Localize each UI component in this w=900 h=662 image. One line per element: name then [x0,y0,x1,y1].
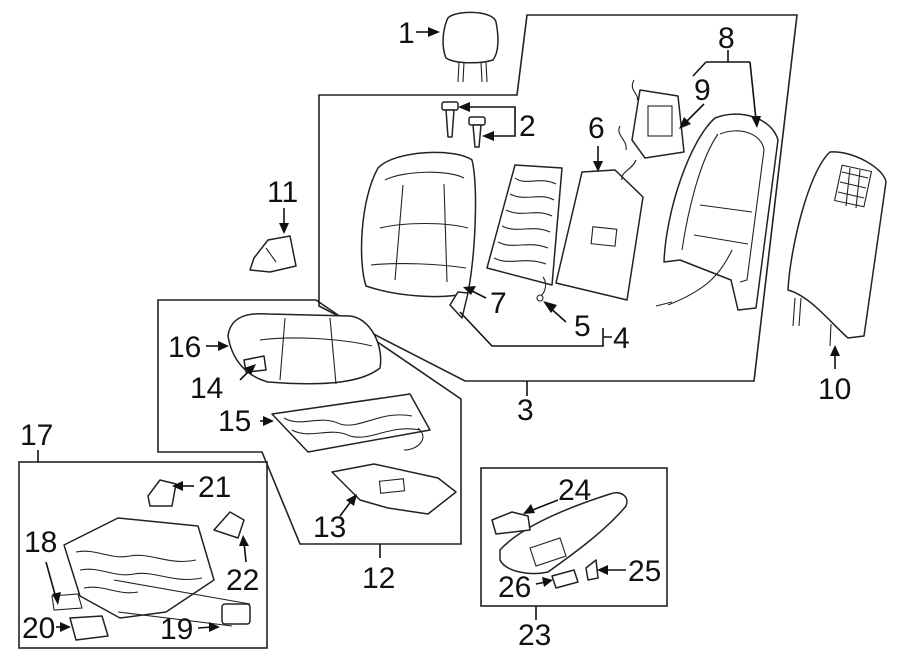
arrow-9-icon [679,117,691,129]
arrow-1-icon [428,27,440,37]
leader-24 [529,499,559,512]
track-group-box [18,461,268,649]
arrow-19-icon [209,622,220,632]
arrow-7-icon [463,286,476,295]
bracket-module-part [618,79,685,181]
headrest-guide-part [441,101,486,148]
callout-9: 9 [694,74,711,107]
callout-25: 25 [628,555,661,588]
arrow-20-icon [60,622,71,632]
callout-17: 17 [20,419,53,452]
arrow-16-icon [218,341,229,351]
leader-4 [459,311,612,347]
callout-23: 23 [518,619,551,652]
arrow-15-icon [263,416,274,426]
arrow-6-icon [593,161,603,172]
leader-8 [692,50,757,121]
callout-2: 2 [519,110,536,143]
motor-part [51,593,109,641]
switch-group-box [480,467,668,607]
switch-knob-25-part [585,559,599,581]
cushion-heater-part [271,393,431,453]
seatback-cover-part [360,151,477,319]
clip-part [249,235,297,273]
callout-15: 15 [218,405,251,438]
back-panel-part [787,151,887,347]
callout-13: 13 [313,511,346,544]
leader-18 [45,561,57,599]
arrow-26-icon [542,577,553,587]
arrow-2a-icon [458,102,470,112]
seat-track-frame-part [63,517,251,627]
bracket-22-part [213,511,245,539]
callout-24: 24 [558,474,591,507]
callout-6: 6 [588,112,605,145]
callout-4: 4 [613,322,630,355]
callout-11: 11 [267,176,298,209]
callout-18: 18 [24,526,57,559]
leader-2 [466,106,516,137]
back-heater-part [486,164,563,302]
callout-22: 22 [226,564,259,597]
arrow-22-icon [239,535,249,546]
callout-8: 8 [718,22,735,55]
switch-knob-26-part [551,569,579,589]
arrow-10-icon [830,345,840,356]
callout-26: 26 [498,571,531,604]
callout-14: 14 [190,372,223,405]
arrow-24-icon [523,504,535,514]
arrow-14-icon [244,364,256,375]
arrow-8-icon [751,116,761,128]
arrow-13-icon [346,494,357,506]
seatback-frame-part [655,113,779,311]
callout-21: 21 [198,471,231,504]
callout-1: 1 [398,17,415,50]
callout-5: 5 [574,310,591,343]
switch-knob-24-part [491,511,531,535]
cushion-pad-part [331,463,457,515]
arrow-18-icon [52,592,61,605]
arrow-21-icon [172,481,183,491]
callout-7: 7 [490,287,507,320]
callout-20: 20 [22,612,55,645]
callout-16: 16 [168,331,201,364]
back-pad-part [555,169,644,301]
arrow-11-icon [279,223,289,234]
arrow-5-icon [543,301,557,313]
callout-19: 19 [160,613,193,646]
callout-12: 12 [362,562,395,595]
arrow-2b-icon [482,131,494,141]
side-shield-part [499,492,628,575]
callout-10: 10 [818,373,851,406]
callout-3: 3 [517,394,534,427]
bracket-21-part [147,479,177,507]
arrow-25-icon [597,565,608,575]
cushion-cover-part [227,312,382,385]
headrest-part [442,11,499,83]
